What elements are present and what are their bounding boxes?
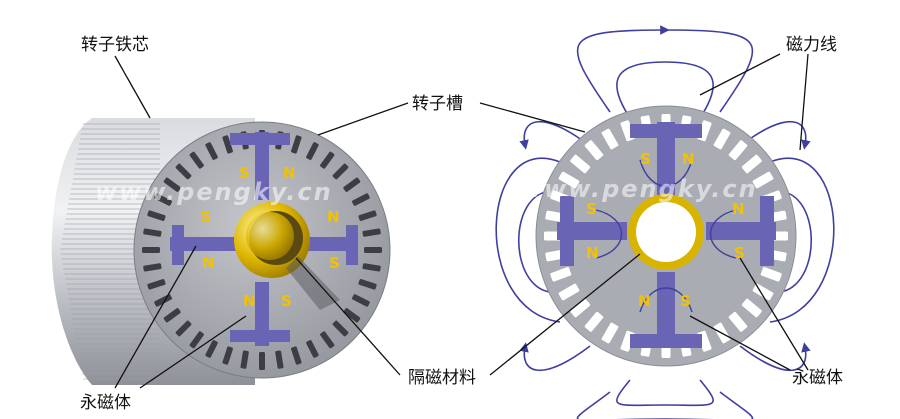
label-permanent-magnet-left: 永磁体 xyxy=(80,393,131,413)
label-rotor-core: 转子铁芯 xyxy=(81,35,149,55)
rotor-slot xyxy=(343,177,361,192)
rotor-slot xyxy=(728,311,748,332)
rotor-slot xyxy=(154,193,172,206)
left-rotor: S N S N N S N S www.pengky.cn xyxy=(51,118,391,385)
pole-right-top-right: N xyxy=(682,150,695,168)
rotor-slot xyxy=(741,154,762,174)
rotor-slot xyxy=(240,350,249,369)
rotor-slot xyxy=(362,263,381,272)
pole-left-top-right: N xyxy=(283,164,296,182)
rotor-slot xyxy=(291,346,302,365)
pole-left-right-upper: N xyxy=(327,208,340,226)
rotor-slot xyxy=(352,193,370,206)
rotor-slot xyxy=(175,163,192,180)
label-flux-lines: 磁力线 xyxy=(786,35,837,55)
watermark-right: www.pengky.cn xyxy=(520,175,758,203)
rotor-slot xyxy=(189,331,204,349)
rotor-slot xyxy=(320,331,335,349)
rotor-slot xyxy=(558,171,580,189)
rotor-slot xyxy=(320,151,335,169)
rotor-slot xyxy=(570,298,591,318)
rotor-slot xyxy=(358,210,377,221)
rotor-slot xyxy=(728,140,748,161)
rotor-slot xyxy=(189,151,204,169)
pole-left-bottom-left: N xyxy=(243,292,256,310)
rotor-slot xyxy=(259,352,265,370)
rotor-slot xyxy=(752,171,774,189)
pole-right-top-left: S xyxy=(640,150,651,168)
rotor-slot xyxy=(343,308,361,323)
pole-left-left-lower: N xyxy=(202,254,215,272)
rotor-slot xyxy=(570,154,591,174)
label-magnetic-isolation: 隔磁材料 xyxy=(408,368,476,388)
rotor-slot xyxy=(364,247,382,253)
rotor-slot xyxy=(291,135,302,154)
magnet-left xyxy=(170,237,238,251)
pole-left-right-lower: S xyxy=(329,254,340,272)
rotor-slot xyxy=(222,135,233,154)
callout-lines xyxy=(114,53,809,389)
rotor-slot xyxy=(147,210,166,221)
pole-right-bottom-right: S xyxy=(680,292,691,310)
watermark-left: www.pengky.cn xyxy=(95,178,333,206)
rotor-slot xyxy=(601,322,619,344)
rotor-slot xyxy=(306,142,319,160)
rotor-slot xyxy=(175,320,192,337)
right-rotor: S N S N N S N S www.pengky.cn xyxy=(495,25,835,419)
rotor-slot xyxy=(713,128,731,150)
rotor-slot xyxy=(352,294,370,307)
pole-right-bottom-left: N xyxy=(638,292,651,310)
label-rotor-slot: 转子槽 xyxy=(412,94,463,114)
pole-right-left-upper: S xyxy=(586,200,597,218)
rotor-slot xyxy=(741,298,762,318)
rotor-slot xyxy=(760,267,782,282)
magnet-top xyxy=(255,132,269,200)
pole-left-bottom-right: S xyxy=(281,292,292,310)
rotor-slot xyxy=(143,228,162,237)
rotor-slot xyxy=(332,320,349,337)
rotor-slot xyxy=(143,263,162,272)
flux-lines xyxy=(495,25,835,419)
rotor-slot xyxy=(584,311,604,332)
pole-left-left-upper: S xyxy=(200,208,211,226)
rotor-slot xyxy=(275,350,284,369)
rotor-slot xyxy=(205,340,218,358)
rotor-slot xyxy=(163,308,181,323)
rotor-slot xyxy=(362,228,381,237)
pole-right-left-lower: N xyxy=(586,244,599,262)
rotor-slot xyxy=(332,163,349,180)
pole-right-right-upper: N xyxy=(732,200,745,218)
rotor-slot xyxy=(142,247,160,253)
pole-right-right-lower: S xyxy=(734,244,745,262)
rotor-slot xyxy=(358,279,377,290)
label-permanent-magnet-right: 永磁体 xyxy=(792,368,843,388)
pole-left-top-left: S xyxy=(239,164,250,182)
magnets-right xyxy=(557,122,776,348)
rotor-slot xyxy=(550,267,572,282)
rotor-slot xyxy=(558,283,580,301)
rotor-slot xyxy=(154,294,172,307)
rotor-slot xyxy=(163,177,181,192)
rotor-slot xyxy=(584,140,604,161)
rotor-slot xyxy=(306,340,319,358)
rotor-slot xyxy=(147,279,166,290)
rotor-slot xyxy=(205,142,218,160)
rotor-slot xyxy=(222,346,233,365)
rotor-slot xyxy=(601,128,619,150)
